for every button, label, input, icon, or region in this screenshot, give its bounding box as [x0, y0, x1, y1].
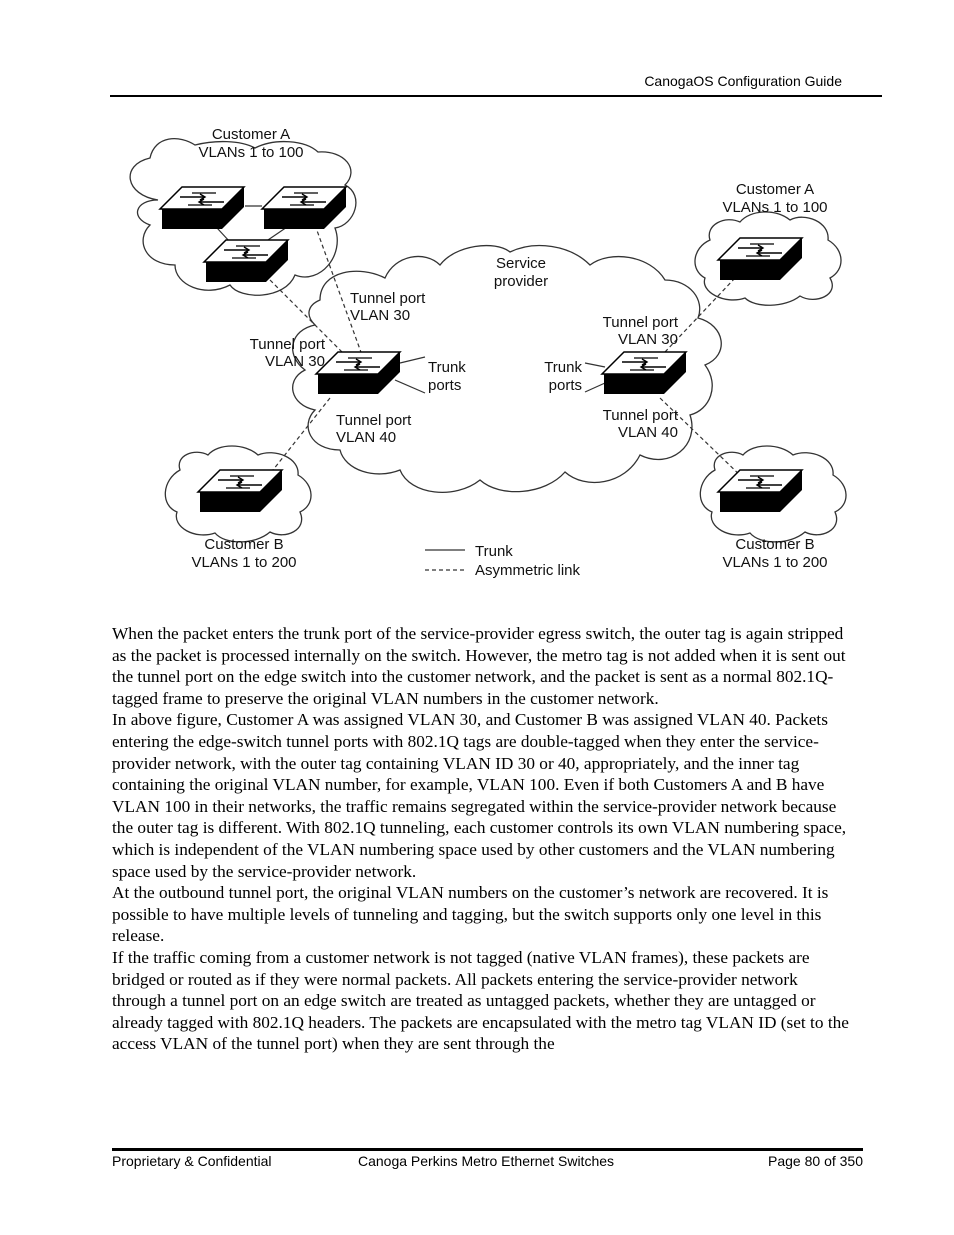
trunk-link [399, 356, 426, 364]
trunk-link [584, 362, 606, 368]
legend-trunk-label: Trunk [475, 543, 513, 560]
asymmetric-link [314, 224, 363, 356]
header-title: CanogaOS Configuration Guide [644, 73, 842, 89]
footer-page-number: Page 80 of 350 [768, 1153, 863, 1169]
paragraph: entering the edge-switch tunnel ports wi… [112, 731, 847, 881]
customer-a-top-left-cloud [129, 138, 357, 296]
paragraph: When the packet enters the trunk port of… [112, 624, 846, 708]
asymmetric-link [664, 277, 736, 353]
footer-rule [112, 1148, 863, 1151]
asymmetric-link [264, 397, 331, 481]
asymmetric-link [269, 279, 346, 356]
body-text: When the packet enters the trunk port of… [112, 623, 852, 1055]
trunk-link [584, 382, 606, 393]
footer-left: Proprietary & Confidential [112, 1153, 272, 1169]
legend-asymmetric-label: Asymmetric link [475, 562, 581, 579]
paragraph: In above figure, Customer A was assigned… [112, 710, 828, 730]
trunk-link [394, 379, 426, 394]
header-rule [110, 95, 882, 97]
paragraph: If the traffic coming from a customer ne… [112, 947, 849, 1054]
asymmetric-link [659, 397, 746, 481]
footer-center: Canoga Perkins Metro Ethernet Switches [358, 1153, 615, 1169]
paragraph: At the outbound tunnel port, the origina… [112, 883, 829, 946]
service-provider-cloud [292, 244, 722, 493]
